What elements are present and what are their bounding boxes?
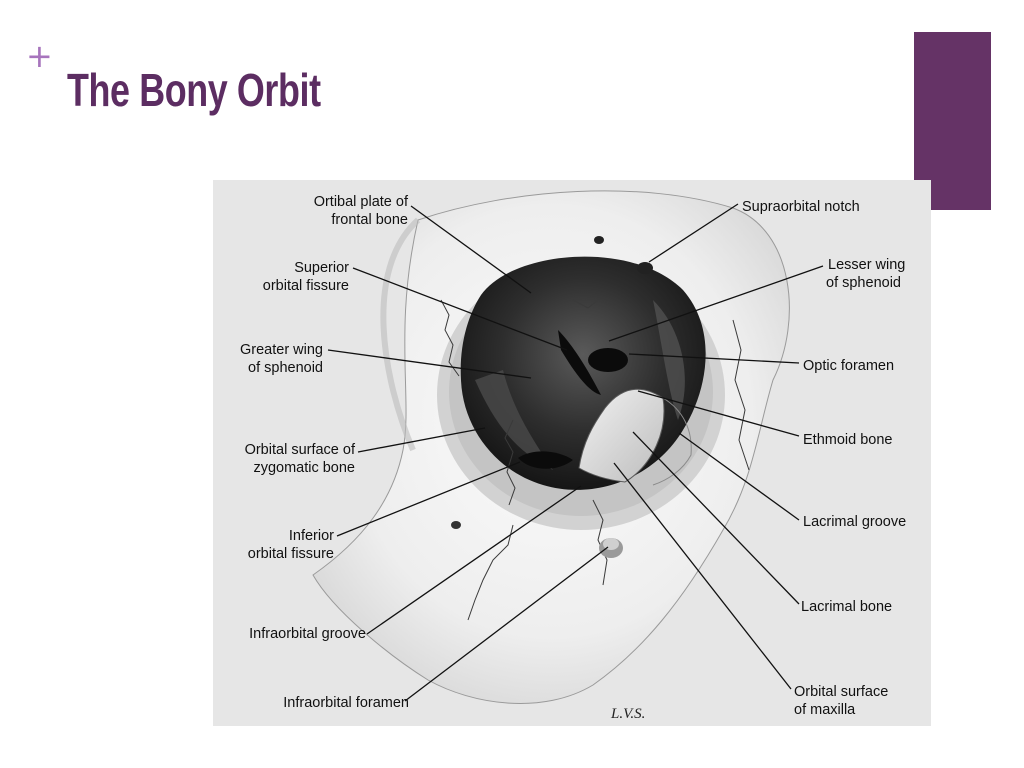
leader-line — [628, 353, 800, 364]
plus-bullet-icon: + — [26, 37, 53, 75]
label-infraorbital-groove: Infraorbital groove — [249, 626, 366, 642]
artist-signature: L.V.S. — [610, 706, 645, 722]
label-inferior-orbital-fissure-line2: orbital fissure — [248, 546, 334, 562]
leader-line — [608, 265, 824, 342]
label-lesser-wing-of-sphenoid-line1: Lesser wing — [828, 257, 905, 273]
label-orbital-surface-of-maxilla-line1: Orbital surface — [794, 684, 888, 700]
label-greater-wing-of-sphenoid-line1: Greater wing — [240, 342, 323, 358]
leader-line — [357, 427, 486, 453]
leader-line — [410, 205, 532, 294]
leader-line — [327, 349, 532, 379]
label-lacrimal-groove: Lacrimal groove — [803, 514, 906, 530]
label-superior-orbital-fissure-line1: Superior — [294, 260, 349, 276]
orbit-drawing: Ortibal plate of frontal bone Superior o… — [240, 190, 906, 722]
leader-line — [336, 461, 521, 537]
label-ethmoid-bone: Ethmoid bone — [803, 432, 892, 448]
leader-line — [352, 267, 568, 351]
label-greater-wing-of-sphenoid-line2: of sphenoid — [248, 360, 323, 376]
label-superior-orbital-fissure-line2: orbital fissure — [263, 278, 349, 294]
label-lesser-wing-of-sphenoid-line2: of sphenoid — [826, 275, 901, 291]
leader-line — [632, 431, 800, 605]
label-orbital-surface-of-zygomatic-bone-line1: Orbital surface of — [245, 442, 356, 458]
label-orbital-surface-of-maxilla-line2: of maxilla — [794, 702, 856, 718]
label-lacrimal-bone: Lacrimal bone — [801, 599, 892, 615]
medial-wall-plate — [578, 388, 665, 483]
leader-line — [366, 485, 582, 635]
slide-title: The Bony Orbit — [67, 64, 321, 116]
label-infraorbital-foramen: Infraorbital foramen — [283, 695, 409, 711]
leader-line — [613, 462, 792, 690]
leader-line — [404, 546, 609, 702]
label-inferior-orbital-fissure-line1: Inferior — [289, 528, 334, 544]
label-orbital-surface-of-zygomatic-bone-line2: zygomatic bone — [253, 460, 355, 476]
leader-line — [678, 432, 800, 521]
label-supraorbital-notch: Supraorbital notch — [742, 199, 860, 215]
label-optic-foramen: Optic foramen — [803, 358, 894, 374]
label-orbital-plate-of-frontal-bone-line2: frontal bone — [331, 212, 408, 228]
leader-line — [637, 390, 800, 437]
leader-line — [648, 203, 739, 263]
label-orbital-plate-of-frontal-bone-line1: Ortibal plate of — [314, 194, 409, 210]
bony-orbit-illustration: Ortibal plate of frontal bone Superior o… — [213, 180, 931, 726]
